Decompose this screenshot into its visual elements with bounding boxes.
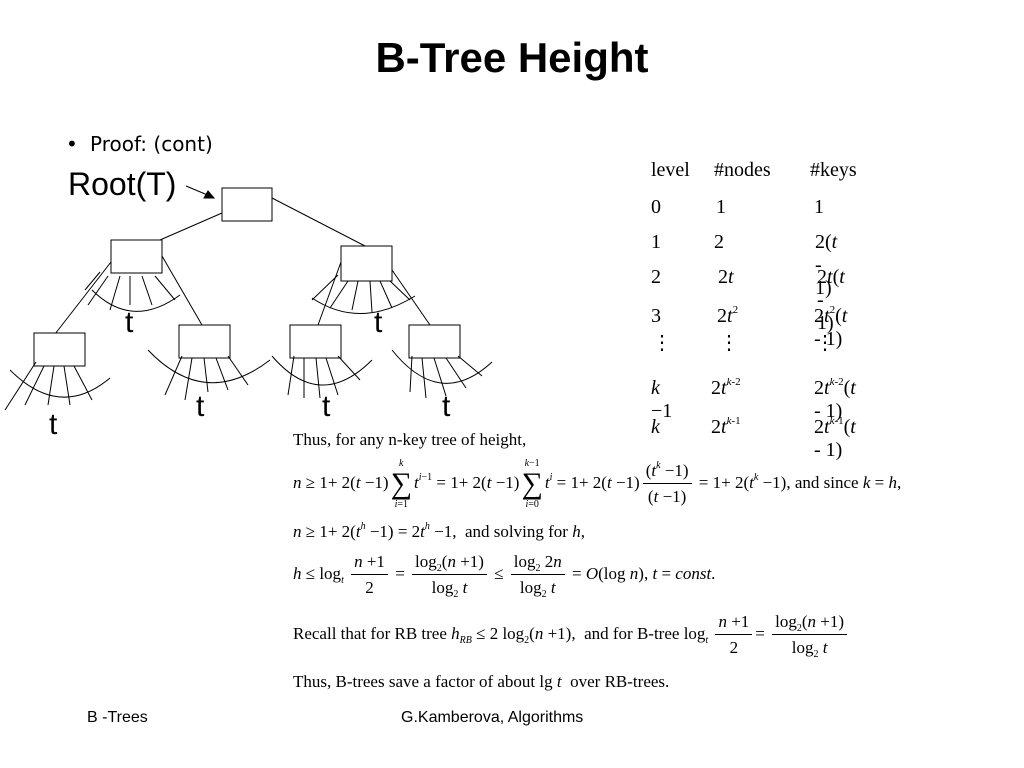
- footer-left: B -Trees: [87, 709, 148, 726]
- level2-node-4: [408, 324, 461, 359]
- root-node: [221, 187, 273, 222]
- proof-line-4: Recall that for RB tree hRB ≤ 2 log2(n +…: [293, 612, 850, 660]
- conclusion-start: Thus, B-trees save a factor of about: [293, 672, 536, 691]
- level2-node-3: [289, 324, 342, 359]
- and-for-btree-text: and for B-tree: [584, 623, 680, 643]
- table-cell-nodes: 2tk-1: [711, 415, 741, 439]
- proof-line-1: n ≥ 1+ 2(t −1)k∑i=1ti−1 = 1+ 2(t −1)k−1∑…: [293, 458, 902, 510]
- subtree-label: t: [196, 390, 205, 423]
- table-cell-nodes: 2: [714, 231, 724, 253]
- table-cell-level: 3: [651, 305, 661, 327]
- table-ellipsis: ⋮: [719, 332, 739, 354]
- bullet-text: Proof: (cont): [90, 132, 213, 156]
- table-cell-keys: 2t(t - 1): [817, 266, 845, 334]
- root-arrowhead: [203, 190, 216, 199]
- table-cell-level: k: [651, 416, 660, 438]
- table-cell-nodes: 2t2: [717, 304, 739, 328]
- subtree-label: t: [125, 306, 134, 339]
- subtree-label: t: [442, 390, 451, 423]
- table-cell-nodes: 1: [716, 196, 726, 218]
- level1-node-left: [110, 239, 163, 274]
- proof-intro: Thus, for any n-key tree of height,: [293, 430, 527, 449]
- table-header-level: level: [651, 159, 690, 181]
- bullet-marker: •: [66, 132, 78, 156]
- recall-text: Recall that for RB tree: [293, 623, 447, 643]
- footer-center: G.Kamberova, Algorithms: [401, 709, 584, 726]
- level1-node-right: [340, 245, 393, 282]
- slide-title: B-Tree Height: [375, 34, 649, 81]
- table-header-nodes: #nodes: [714, 159, 771, 181]
- proof-conclusion: Thus, B-trees save a factor of about lg …: [293, 672, 670, 691]
- table-ellipsis: ⋮: [652, 332, 672, 354]
- leaf-fan-1: [4, 361, 111, 411]
- conclusion-end: over RB-trees.: [570, 672, 670, 691]
- btree-diagram: [4, 185, 493, 411]
- table-header-keys: #keys: [810, 159, 857, 181]
- bullet-item: • Proof: (cont): [66, 132, 213, 156]
- table-cell-keys: 2t2(t - 1): [814, 304, 848, 351]
- subtree-label: t: [374, 306, 383, 339]
- leaf-fan-2: [147, 349, 271, 401]
- and-since-text: and since: [794, 472, 859, 492]
- table-ellipsis: ⋮: [815, 332, 835, 354]
- table-cell-level: k −1: [651, 377, 673, 422]
- root-label: Root(T): [68, 166, 177, 202]
- leaf-fan-4: [391, 349, 493, 399]
- proof-line-2: n ≥ 1+ 2(th −1) = 2th −1, and solving fo…: [293, 521, 585, 542]
- level2-node-1: [33, 332, 86, 367]
- table-cell-level: 1: [651, 231, 661, 253]
- table-cell-keys: 1: [814, 196, 824, 218]
- table-cell-level: 0: [651, 196, 661, 218]
- leaf-fan-3: [271, 355, 373, 399]
- table-cell-nodes: 2tk-2: [711, 376, 741, 400]
- and-solving-text: and solving for: [465, 522, 568, 541]
- subtree-label: t: [322, 390, 331, 423]
- table-cell-level: 2: [651, 266, 661, 288]
- table-cell-nodes: 2t: [718, 266, 734, 288]
- table-cell-keys: 2tk-1(t - 1): [814, 415, 856, 462]
- level2-node-2: [178, 324, 231, 359]
- table-cell-keys: 2tk-2(t - 1): [814, 376, 856, 423]
- table-cell-keys: 2(t - 1): [815, 231, 838, 299]
- subtree-label: t: [49, 408, 58, 441]
